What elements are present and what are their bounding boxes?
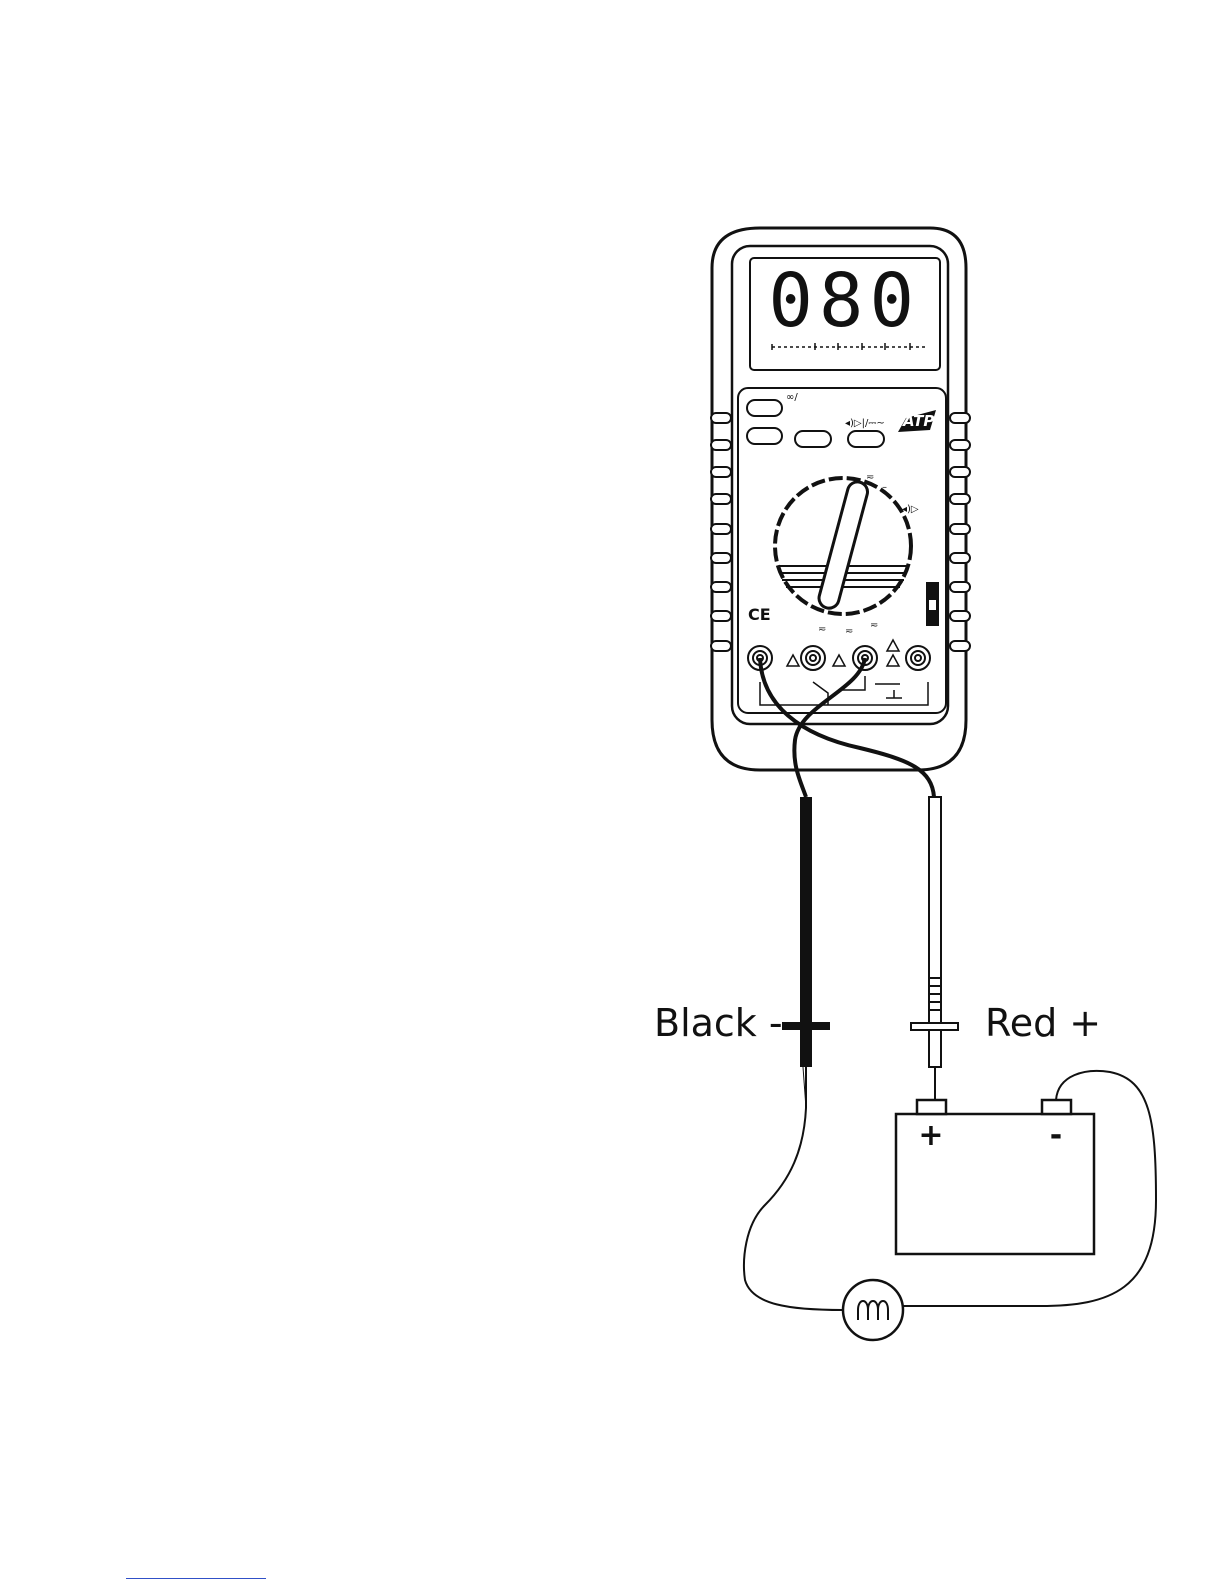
mode-button[interactable] (848, 431, 884, 447)
lcd-reading: 080 (768, 258, 920, 344)
svg-text:◂)▷: ◂)▷ (902, 504, 919, 515)
battery-positive-post (917, 1100, 946, 1114)
battery-positive-label: + (918, 1118, 943, 1153)
mode-button-symbols: ◂)▷|/⎓~ (845, 418, 885, 429)
right-grip-ridges (950, 413, 970, 651)
left-grip-ridges (711, 413, 731, 651)
lamp-icon (843, 1280, 903, 1340)
battery-negative-post (1042, 1100, 1071, 1114)
svg-text:≂: ≂ (870, 620, 878, 631)
amp-jack[interactable] (906, 646, 930, 670)
red-probe (911, 797, 958, 1105)
svg-text:≂: ≂ (818, 624, 826, 635)
battery-negative-label: - (1050, 1118, 1062, 1153)
select-button[interactable] (795, 431, 831, 447)
ce-mark: CE (748, 605, 771, 624)
ma-jack[interactable] (801, 646, 825, 670)
footer-link-underline (126, 1578, 266, 1579)
button-symbol-label: ∞/ (786, 392, 798, 403)
hold-button[interactable] (747, 428, 782, 444)
black-lead-label: Black - (654, 1001, 783, 1045)
red-lead-label: Red + (985, 1001, 1101, 1045)
range-button[interactable] (747, 400, 782, 416)
svg-text:–: – (882, 482, 887, 493)
slide-switch[interactable] (926, 582, 939, 626)
brand-logo-text: ATP (902, 412, 934, 430)
brand-logo: ATP (898, 410, 936, 432)
svg-text:≂: ≂ (845, 626, 853, 637)
svg-text:≂: ≂ (866, 472, 874, 483)
battery: + - (896, 1100, 1094, 1254)
black-probe (782, 797, 830, 1108)
probe-wire (744, 1108, 843, 1310)
